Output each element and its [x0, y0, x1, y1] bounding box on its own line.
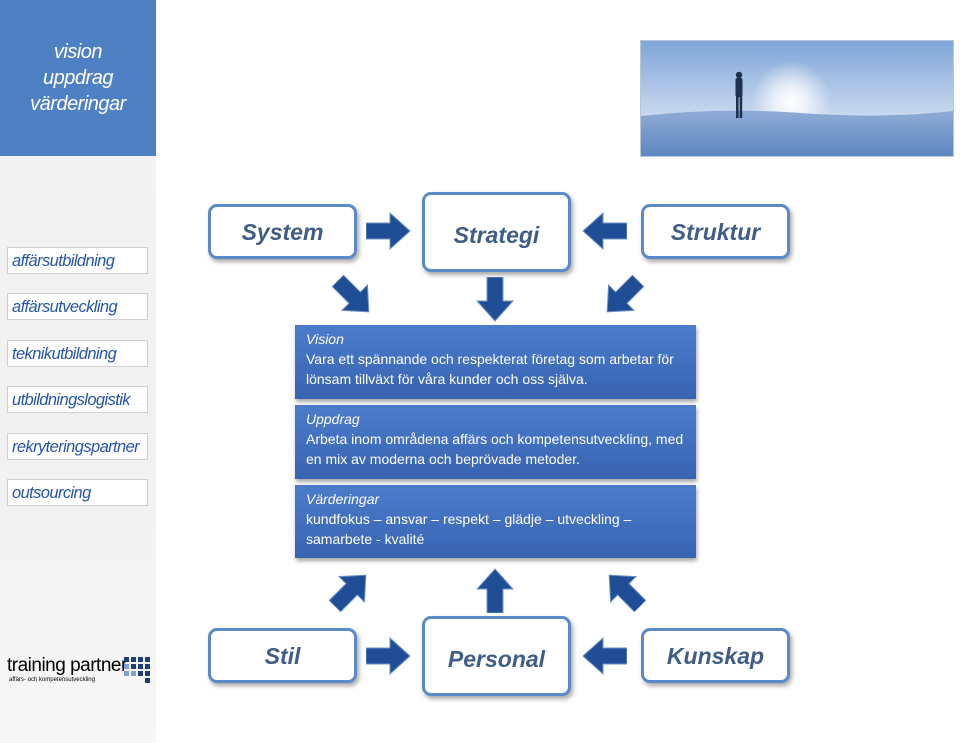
person-on-horizon-image [641, 41, 953, 156]
panel-heading: Värderingar [306, 491, 380, 507]
header-line-vision: vision [53, 41, 103, 63]
box-kunskap: Kunskap [641, 628, 790, 683]
box-strategi: Strategi [422, 192, 571, 272]
arrow-up-left-icon [608, 574, 647, 613]
arrow-down-icon [475, 277, 515, 322]
arrow-down-right-icon [331, 274, 370, 313]
panel-vision: Vision Vara ett spännande och respektera… [295, 325, 696, 399]
box-system: System [208, 204, 357, 259]
sidebar: vision uppdrag värderingar affärsutbildn… [0, 0, 156, 743]
nav-item-affarsutbildning[interactable]: affärsutbildning [7, 247, 148, 274]
logo-tagline: affärs- och kompetensutveckling [9, 677, 95, 683]
panel-varderingar: Värderingar kundfokus – ansvar – respekt… [295, 485, 696, 558]
panel-text: kundfokus – ansvar – respekt – glädje – … [306, 511, 632, 547]
logo-name: training partner [7, 655, 127, 676]
panel-heading: Vision [306, 331, 344, 347]
box-struktur: Struktur [641, 204, 790, 259]
panel-text: Arbeta inom områdena affärs och kompeten… [306, 431, 684, 467]
box-label: Personal [447, 646, 546, 672]
panel-uppdrag: Uppdrag Arbeta inom områdena affärs och … [295, 405, 696, 479]
nav-item-label: affärsutbildning [12, 252, 115, 270]
arrow-up-right-icon [328, 574, 367, 613]
nav-item-label: affärsutveckling [12, 298, 118, 316]
header-line-varderingar: värderingar [30, 93, 126, 115]
box-label: Kunskap [666, 643, 765, 669]
nav-item-label: utbildningslogistik [12, 391, 131, 409]
box-label: System [241, 219, 324, 245]
header-line-uppdrag: uppdrag [43, 67, 113, 89]
logo-grid-icon [124, 657, 150, 683]
nav-item-label: rekryteringspartner [12, 438, 140, 456]
box-label: Struktur [670, 219, 761, 245]
nav-item-utbildningslogistik[interactable]: utbildningslogistik [7, 386, 148, 413]
company-logo[interactable]: training partner affärs- och kompetensut… [7, 655, 152, 695]
nav-item-label: outsourcing [12, 484, 91, 502]
nav-item-outsourcing[interactable]: outsourcing [7, 479, 148, 506]
arrow-left-icon [582, 211, 627, 251]
arrow-right-icon [366, 211, 411, 251]
nav-item-rekryteringspartner[interactable]: rekryteringspartner [7, 433, 148, 460]
panel-heading: Uppdrag [306, 411, 360, 427]
box-label: Stil [264, 643, 301, 669]
hero-photo [640, 40, 954, 157]
nav-item-teknikutbildning[interactable]: teknikutbildning [7, 340, 148, 367]
box-label: Strategi [453, 222, 540, 248]
sidebar-header: vision uppdrag värderingar [0, 0, 156, 156]
panel-text: Vara ett spännande och respekterat föret… [306, 351, 674, 387]
box-personal: Personal [422, 616, 571, 696]
arrow-left-icon [582, 636, 627, 676]
box-stil: Stil [208, 628, 357, 683]
nav-item-label: teknikutbildning [12, 345, 117, 363]
nav-item-affarsutveckling[interactable]: affärsutveckling [7, 293, 148, 320]
arrow-down-left-icon [606, 274, 645, 313]
arrow-up-icon [475, 568, 515, 613]
arrow-right-icon [366, 636, 411, 676]
